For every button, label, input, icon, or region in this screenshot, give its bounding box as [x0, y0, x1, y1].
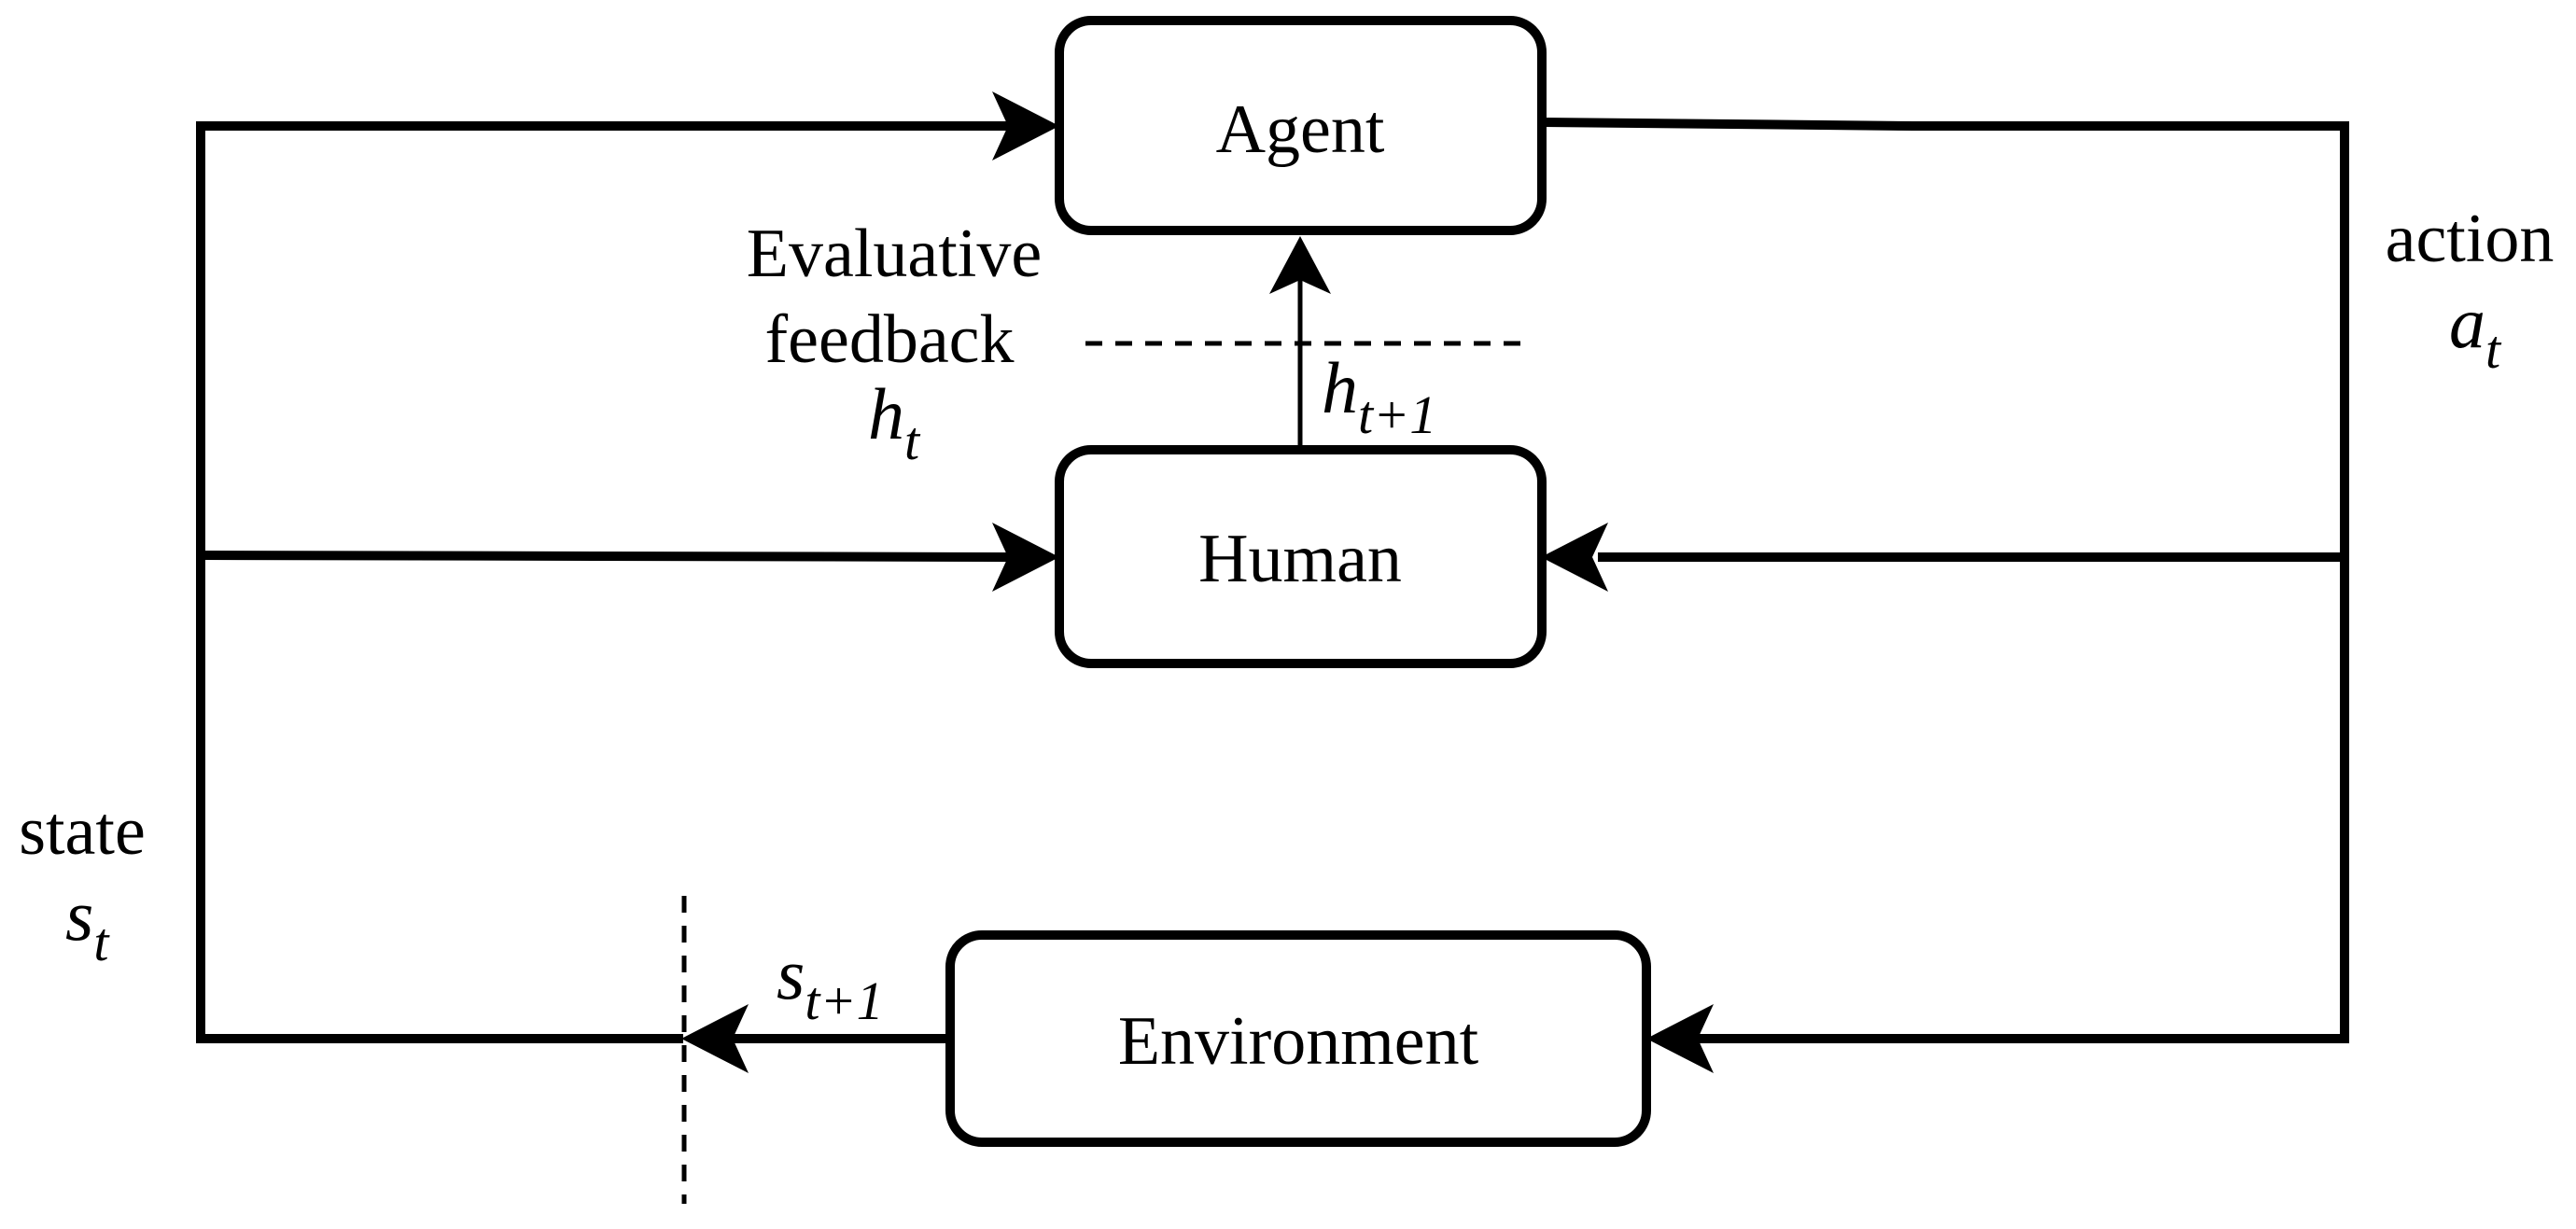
human-box [1055, 445, 1547, 668]
feedback-symbol: ht [868, 373, 921, 471]
arrowhead-into-human-right [1541, 523, 1608, 592]
arrowhead-into-environment [1646, 1004, 1714, 1073]
human-label: Human [1198, 521, 1402, 597]
state-symbol-s: s [65, 874, 93, 956]
state-label: state [19, 793, 146, 870]
environment-label: Environment [1118, 1003, 1479, 1080]
state-subscript: t [93, 912, 110, 972]
feedback-symbol-h: h [868, 373, 904, 454]
feedback-label-line1: Evaluative [747, 216, 1042, 292]
arrowhead-into-human-left [992, 523, 1059, 592]
feedback-subscript: t [904, 411, 921, 471]
environment-box [945, 930, 1651, 1147]
next-feedback-symbol: ht+1 [1322, 347, 1436, 445]
next-feedback-symbol-h: h [1322, 347, 1358, 428]
state-loop-wire [196, 121, 1008, 1043]
state-to-human-wire [200, 551, 1009, 562]
agent-box [1055, 16, 1547, 235]
arrowhead-next-state [681, 1004, 749, 1073]
arrowhead-into-agent-feedback [1269, 236, 1331, 294]
action-symbol: at [2449, 282, 2502, 380]
next-feedback-subscript: t+1 [1358, 384, 1436, 445]
next-state-symbol: st+1 [777, 933, 884, 1031]
action-label: action [2386, 201, 2555, 277]
action-symbol-a: a [2449, 282, 2485, 363]
action-subscript: t [2485, 319, 2502, 380]
feedback-label-line2: feedback [764, 301, 1014, 378]
next-state-subscript: t+1 [805, 971, 883, 1031]
state-symbol: st [65, 874, 110, 972]
action-loop-wire [1543, 118, 2349, 1043]
agent-label: Agent [1216, 91, 1385, 168]
arrowhead-into-agent [992, 91, 1059, 161]
next-state-symbol-s: s [777, 933, 805, 1014]
